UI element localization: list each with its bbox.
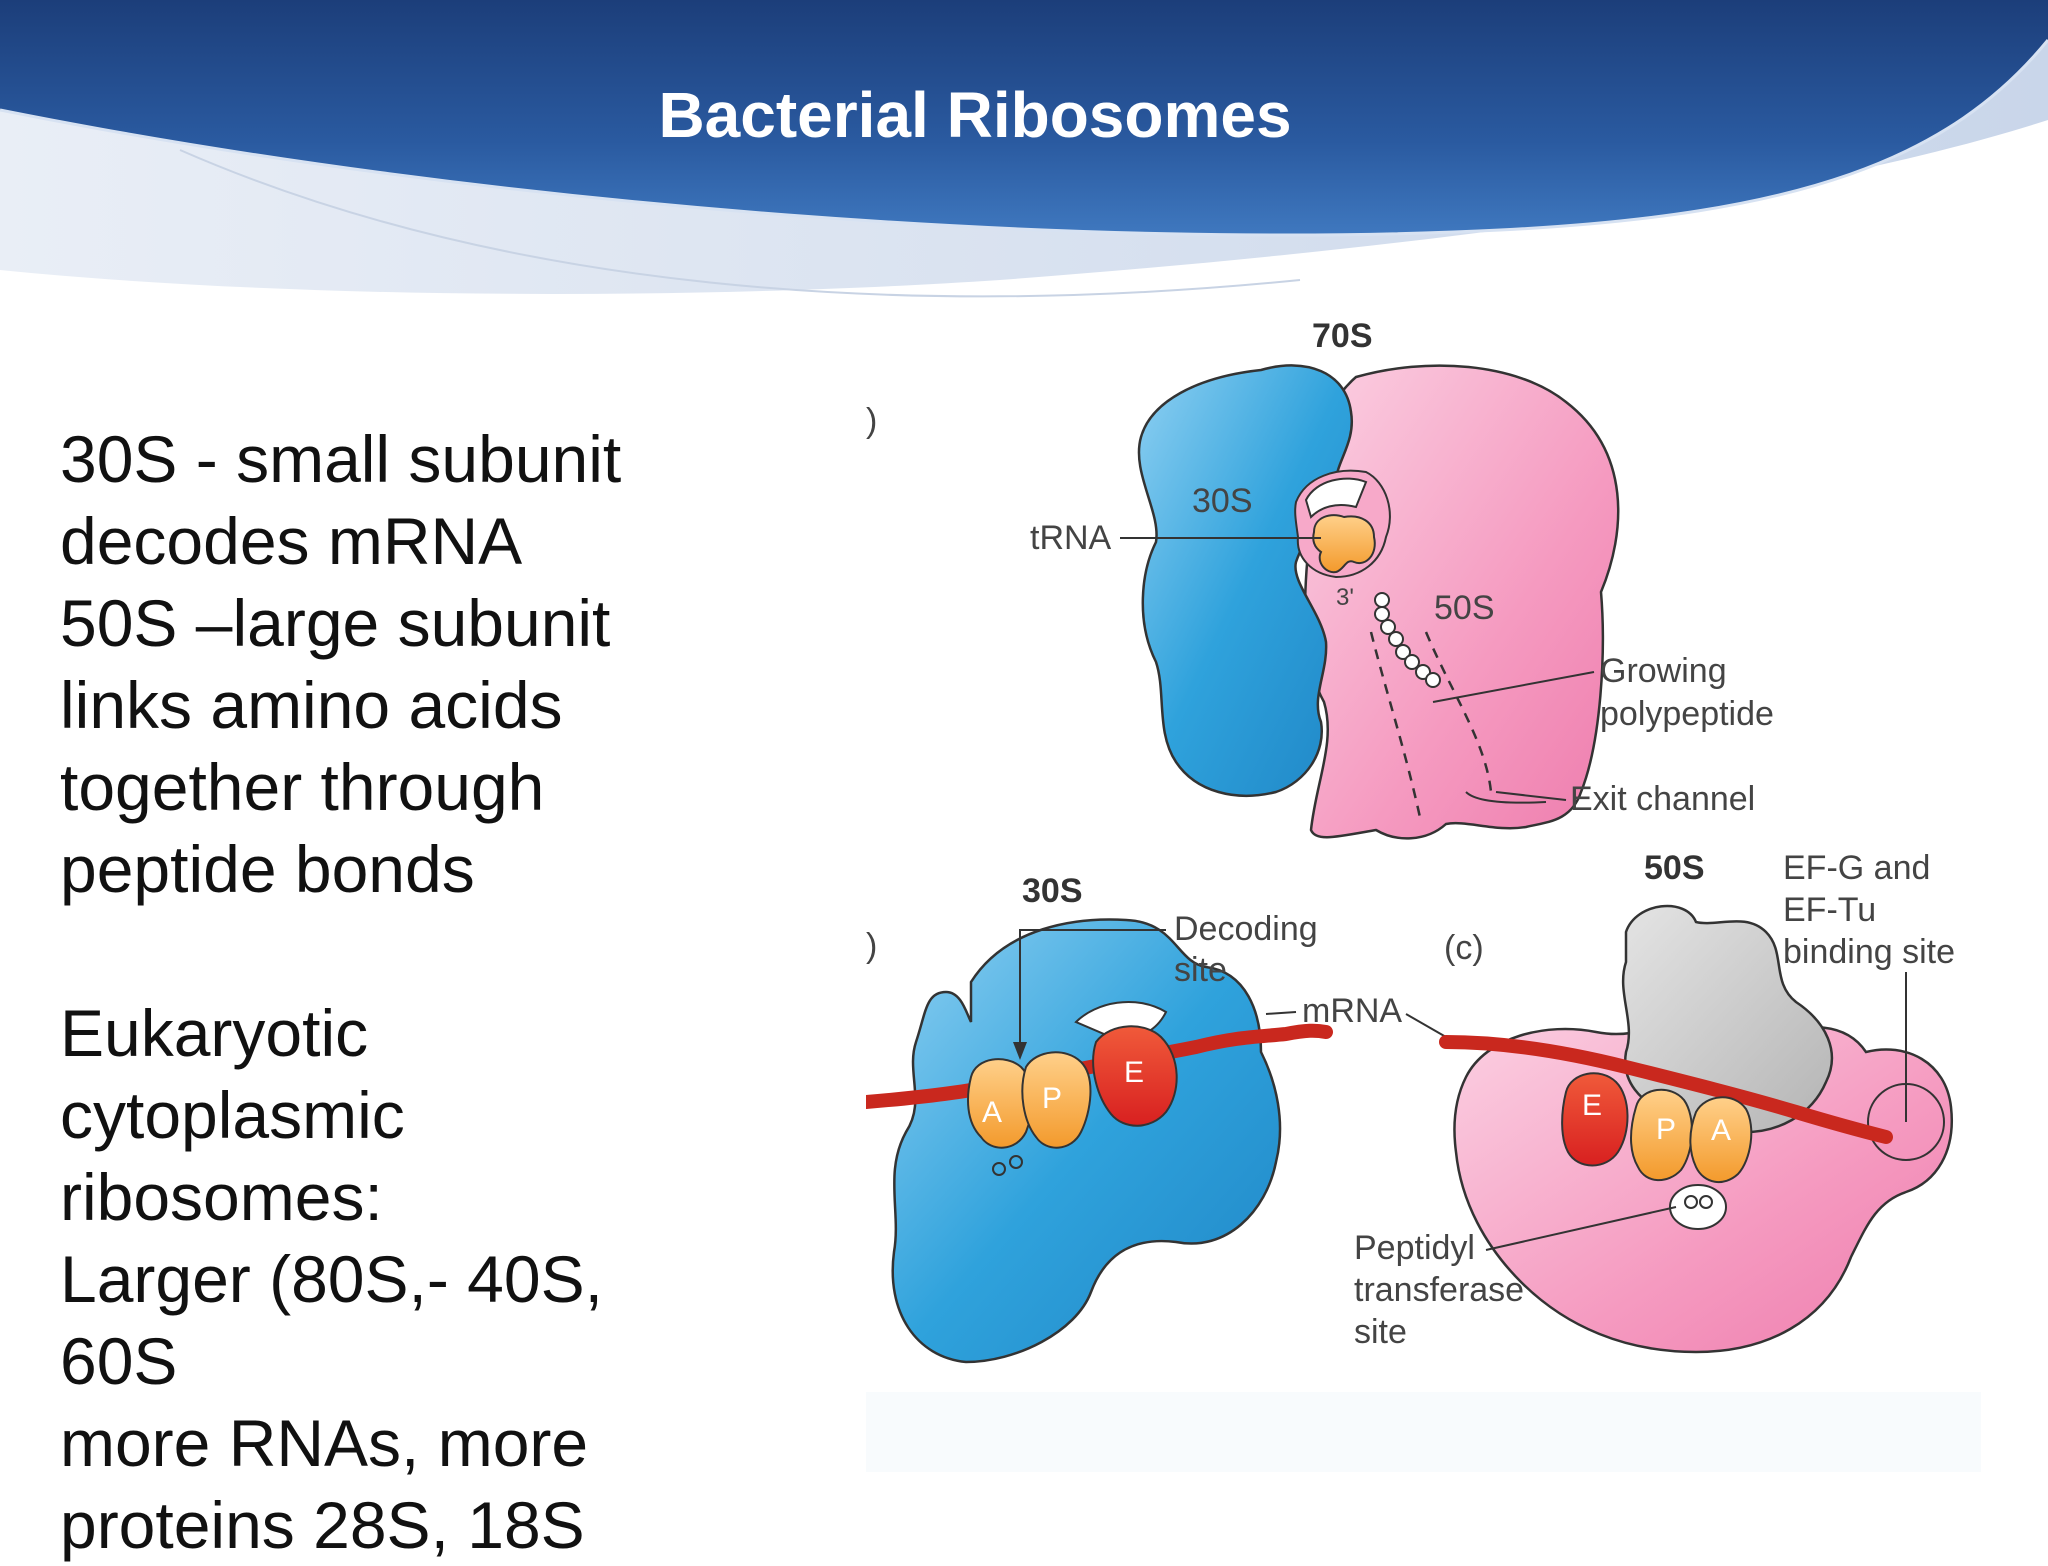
panel-b-site-e: E	[1124, 1056, 1144, 1089]
panel-c-site-p: P	[1656, 1113, 1676, 1146]
panel-b-amino-acids	[992, 1155, 1023, 1176]
body-line: Eukaryotic	[60, 996, 369, 1070]
mrna-label: mRNA	[1302, 992, 1402, 1030]
panel-a-letter: )	[866, 402, 877, 440]
panel-c-trna-p	[1630, 1088, 1693, 1182]
panel-b-decoding-label-1: Decoding	[1174, 910, 1318, 948]
panel-c-header: 50S	[1644, 849, 1705, 887]
body-line: more RNAs, more	[60, 1406, 589, 1480]
panel-a-white-gap	[1304, 477, 1368, 519]
body-line: peptide bonds	[60, 832, 475, 906]
panel-c-amino-acid	[1684, 1195, 1698, 1209]
panel-b-trna-p	[1021, 1051, 1092, 1149]
panel-b-30s-shape	[891, 918, 1282, 1364]
panel-a-header: 70S	[1312, 322, 1373, 355]
panel-a-30s-label: 30S	[1192, 482, 1253, 520]
header-banner	[0, 0, 2048, 298]
panel-c-efg-label-2: EF-Tu	[1783, 891, 1876, 929]
panel-c-trna-e	[1561, 1072, 1629, 1167]
panel-a-exit-channel-wall	[1424, 631, 1493, 793]
panel-c-trna-a	[1689, 1096, 1753, 1183]
panel-c-site-e: E	[1582, 1089, 1602, 1122]
panel-c-mrna	[1439, 1035, 1893, 1144]
body-line: Larger (80S,- 40S,	[60, 1242, 603, 1316]
slide-body-text: 30S - small subunit decodes mRNA 50S –la…	[60, 418, 780, 1566]
panel-c-efg-label-3: binding site	[1783, 933, 1955, 971]
body-line: decodes mRNA	[60, 504, 523, 578]
body-line: links amino acids	[60, 668, 563, 742]
panel-a-three-prime: 3'	[1336, 584, 1354, 611]
panel-b-header: 30S	[1022, 872, 1083, 910]
panel-c-amino-acid	[1699, 1195, 1713, 1209]
panel-b-letter: )	[866, 927, 877, 965]
panel-c-ptf-label-1: Peptidyl	[1354, 1229, 1475, 1267]
panel-a-trna-label: tRNA	[1030, 519, 1112, 557]
panel-a-exit-leader	[1495, 791, 1567, 801]
ribosome-figure: ) 70S 3' 30S 50S tRNA	[866, 322, 1981, 1472]
panel-a-growing-leader	[1432, 671, 1595, 703]
panel-a-exit-mouth	[1465, 791, 1547, 804]
mrna-leader-left	[1265, 1011, 1297, 1015]
panel-b-site-a: A	[982, 1096, 1002, 1129]
body-line: together through	[60, 750, 545, 824]
panel-c-efg-label-1: EF-G and	[1783, 849, 1930, 887]
panel-a-growing-label-1: Growing	[1600, 652, 1727, 690]
panel-a-growing-label-2: polypeptide	[1600, 695, 1774, 733]
panel-a-exit-label: Exit channel	[1570, 780, 1755, 818]
body-line: 60S	[60, 1324, 178, 1398]
panel-a-70s: ) 70S 3' 30S 50S tRNA	[866, 322, 1774, 840]
slide-title: Bacterial Ribosomes	[658, 79, 1292, 151]
panel-c-ptf-pocket	[1669, 1184, 1727, 1230]
mrna-leader-right	[1405, 1013, 1447, 1038]
panel-c-50s: (c) 50S E P A Peptidyl transferase site …	[1354, 849, 1955, 1354]
panel-c-ptf-label-3: site	[1354, 1313, 1407, 1351]
body-line: proteins 28S, 18S	[60, 1488, 585, 1562]
panel-c-ptf-label-2: transferase	[1354, 1271, 1524, 1309]
body-line-blank	[60, 910, 780, 992]
body-line: cytoplasmic	[60, 1078, 405, 1152]
panel-b-decoding-label-2: site	[1174, 951, 1227, 989]
panel-b-30s: ) 30S A P E Decoding site	[866, 872, 1333, 1364]
panel-c-letter: (c)	[1444, 929, 1484, 967]
panel-a-trna	[1312, 514, 1376, 574]
panel-a-50s-label: 50S	[1434, 589, 1495, 627]
panel-b-trna-a	[967, 1058, 1034, 1149]
panel-b-trna-e	[1092, 1025, 1178, 1127]
panel-b-decoding-leader	[1019, 929, 1166, 1057]
panel-c-ptf-leader	[1485, 1206, 1677, 1251]
body-line: 50S –large subunit	[60, 586, 611, 660]
panel-a-exit-channel	[1369, 631, 1423, 823]
body-line: 30S - small subunit	[60, 422, 622, 496]
panel-b-decoding-arrow-icon	[1013, 1042, 1027, 1060]
panel-b-site-p: P	[1042, 1082, 1062, 1115]
body-line: ribosomes:	[60, 1160, 383, 1234]
panel-c-site-a: A	[1711, 1114, 1731, 1147]
panel-a-polypeptide-beads	[1374, 592, 1441, 688]
